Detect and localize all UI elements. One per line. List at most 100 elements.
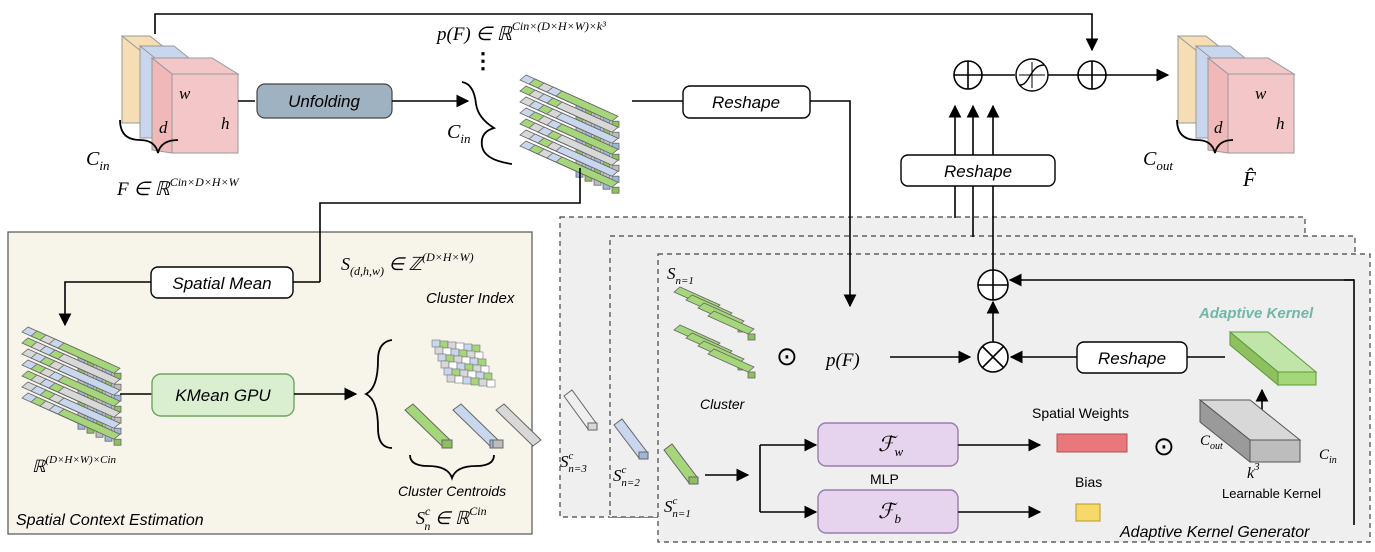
fb-label: ℱb [878,499,902,526]
input-w-label: w [179,84,191,103]
arrow-mean-down [58,281,151,327]
cluster-centroids-label: Cluster Centroids [398,483,506,499]
line-pf-to-spatial-mean [319,168,581,282]
cluster-index-cell-4-0 [443,367,453,376]
cluster-rod-3-end [747,333,756,341]
kmean-label: KMean GPU [175,386,271,405]
akg-panel [657,253,1371,543]
pf-rod-4-4 [555,134,619,166]
otimes-node [977,341,1009,373]
arrow-skip-top [154,13,1099,52]
input-brace [119,119,179,154]
reshape-top-label: Reshape [712,93,780,112]
cluster-index-cell-3-0 [440,360,450,369]
input-cin-label: Cin [86,148,109,173]
pf-rod-3-4 [555,123,619,155]
spatial-rod-6-4-end [113,438,122,446]
sc-n3-rod [563,389,598,431]
kmean-box [151,373,295,417]
cluster-index-cell-1-0 [434,346,444,355]
reshape-top-box [682,85,811,119]
fw-label: ℱw [878,432,904,459]
spatial-rod-0-4 [57,342,121,374]
pf-definition: p(F) ∈ ℝCin×(D×H×W)×k³ [435,19,606,45]
oplus-top-1 [953,60,983,90]
output-feature-cube [1176,35,1296,154]
spatial-matrix-stack [21,326,122,446]
output-h-label: h [1276,114,1285,133]
s-n1-label: Sn=1 [667,264,694,287]
cluster-index-cell-0-0 [431,339,441,348]
input-feature-cube [120,35,240,154]
adaptive-kernel-slab [1228,330,1318,387]
unfolding-label: Unfolding [288,92,360,111]
cluster-index-cell-5-3 [470,377,480,386]
cluster-rod-7 [707,348,755,373]
spatial-weights-bar [1056,433,1128,453]
pf-mid-label: p(F) [824,350,860,371]
reshape-mid-label: Reshape [944,162,1012,181]
oplus-top-2 [1077,60,1107,90]
sc-n2-rod [613,418,649,460]
input-feature-def: F ∈ ℝCin×D×H×W [116,175,240,200]
pf-cin-label: Cin [447,121,470,146]
cluster-index-cell-5-0 [446,374,456,383]
output-brace [1176,119,1234,154]
cluster-index-cell-5-4 [478,378,488,387]
spatial-rod-2-4 [57,364,121,396]
cluster-index-cell-5-1 [454,375,464,384]
pf-rod-2-4 [555,112,619,144]
centroid-rod-end-gray [492,439,504,449]
reshape-mid-box [900,154,1056,187]
bias-bar [1075,503,1101,522]
pf-stack [519,74,620,194]
akg-panel-title: Adaptive Kernel Generator [1119,524,1310,541]
cluster-index-cube [431,339,496,388]
sc-n1-rod [663,443,699,485]
kmean-brace [363,339,393,449]
pf-rod-1-4 [555,101,619,133]
output-cout-label: Cout [1143,148,1173,173]
spatial-matrix-label: ℝ(D×H×W)×Cin [32,454,117,476]
s-index-def: S(d,h,w) ∈ ℤ(D×H×W) [341,250,474,278]
cluster-index-cell-2-0 [437,353,447,362]
learnable-kernel-label: Learnable Kernel [1222,486,1321,501]
output-w-label: w [1255,84,1267,103]
spatial-weights-label: Spatial Weights [1032,405,1129,421]
input-h-label: h [221,114,230,133]
spatial-panel-title: Spatial Context Estimation [16,512,204,529]
mlp-label: MLP [870,471,899,487]
cluster-index-label: Cluster Index [426,290,515,307]
spatial-mean-label: Spatial Mean [172,274,271,293]
odot-cluster: ⊙ [776,341,798,371]
odot-weights: ⊙ [1153,431,1175,461]
pf-rod-5-4 [555,145,619,177]
spatial-rod-3-4 [57,375,121,407]
bias-label: Bias [1075,474,1102,490]
cluster-rod-7-end [747,371,756,379]
adaptive-kernel-label: Adaptive Kernel [1198,305,1314,322]
cluster-index-cell-5-2 [462,376,472,385]
arrow-reshape-down [810,100,857,308]
learnable-kernel-slab [1198,398,1302,464]
spatial-rod-1-4 [57,353,121,385]
output-d-label: d [1214,118,1223,137]
activation-icon [1015,58,1049,92]
cluster-index-cell-5-5 [486,379,496,388]
learnable-k3-label: k3 [1247,461,1260,482]
learnable-cin-label: Cin [1319,447,1337,466]
pf-rod-6-4-end [611,186,620,194]
spatial-rod-5-4 [57,397,121,429]
pf-rod-0-4 [555,90,619,122]
spatial-rod-4-4 [57,386,121,418]
centroid-rods [404,403,542,449]
learnable-cout-label: Cout [1200,433,1223,452]
cluster-rod-3 [707,310,755,335]
pf-dots: ⋮ [472,48,494,73]
cluster-label: Cluster [700,396,746,412]
